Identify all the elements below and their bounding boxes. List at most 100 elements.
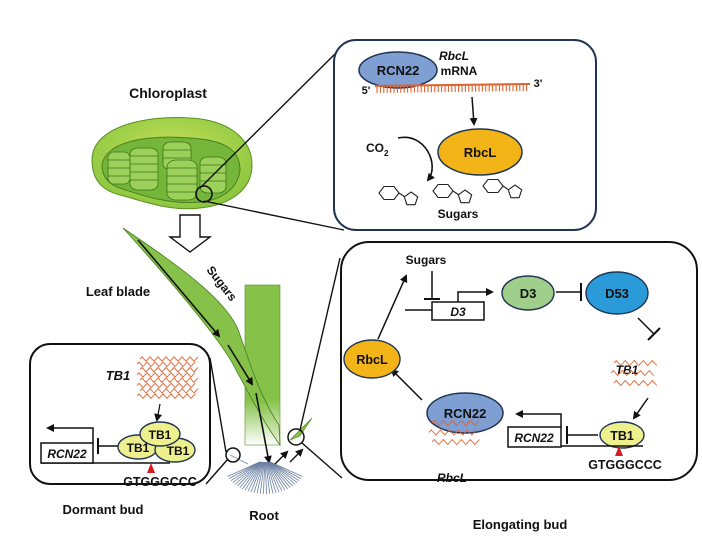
transcription-arrow <box>46 424 94 443</box>
hollow-arrow-down <box>167 214 213 253</box>
repression-bar <box>647 327 661 341</box>
tb1-protein <box>599 421 645 449</box>
d53-protein <box>585 271 649 315</box>
root-hair <box>239 461 262 488</box>
root-hair <box>264 461 267 494</box>
roots <box>227 461 303 494</box>
rbcl-transcript-label: RbcL <box>437 471 467 485</box>
root-label: Root <box>249 508 279 523</box>
glycosidic-bond <box>398 192 406 198</box>
leaf-blade-label: Leaf blade <box>86 284 150 299</box>
rbcl-transcripts <box>428 419 480 446</box>
co2-label: CO2 <box>366 141 389 158</box>
zoom-line <box>205 458 229 485</box>
hexose-ring <box>378 185 400 201</box>
root-hair <box>265 461 274 494</box>
arrow-rbcl-to-sugars <box>377 274 408 340</box>
mrna-label: mRNA <box>441 64 478 78</box>
transcript-wave <box>428 429 477 436</box>
root-hair <box>267 461 288 490</box>
root-hair <box>269 461 296 485</box>
glycosidic-bond <box>502 185 510 191</box>
transcription-arrow <box>515 410 562 427</box>
root-hair <box>270 461 303 477</box>
motif-marker <box>147 463 155 473</box>
tb1-protein <box>139 421 181 447</box>
d53-label: D53 <box>605 286 629 301</box>
arrow-co2-fixation <box>397 136 435 182</box>
root-hair <box>237 461 262 487</box>
transcript-wave <box>139 356 199 362</box>
root-hair <box>232 461 261 483</box>
transcription-arrow <box>457 288 494 302</box>
sugars-label: Sugars <box>406 253 447 267</box>
rcn22-label: RCN22 <box>444 406 487 421</box>
arrow-translation <box>154 403 163 422</box>
rcn22-label: RCN22 <box>377 63 420 78</box>
chloroplast-illustration <box>91 117 253 210</box>
root-hair <box>228 461 261 479</box>
motif-label: GTGGGCCC <box>588 458 662 472</box>
tb1-transcripts <box>136 356 199 399</box>
chloroplast-label: Chloroplast <box>129 85 207 101</box>
motif-label: GTGGGCCC <box>123 475 197 489</box>
mrna-backbone <box>374 83 531 87</box>
zoom-line <box>301 442 343 479</box>
d3-protein <box>501 275 555 311</box>
root-hair <box>230 461 261 482</box>
zoom-circle-dormant <box>225 447 241 463</box>
rcn22-gene-label: RCN22 <box>514 431 554 445</box>
pentose-ring <box>507 184 523 199</box>
zoom-line <box>299 257 341 431</box>
root-hair <box>263 461 266 494</box>
transcript-wave <box>136 361 196 368</box>
rbcl-mrna-strand <box>374 83 531 93</box>
transcript-wave <box>139 377 199 384</box>
transcript-wave <box>136 382 196 389</box>
root-hair <box>268 461 291 488</box>
root-hair <box>250 461 264 493</box>
sugar-molecule <box>432 183 473 204</box>
zoom-circle-elongating <box>287 428 305 446</box>
five-prime-label: 5' <box>362 85 371 97</box>
rcn22-gene-box <box>40 442 94 464</box>
dormant-bud-label: Dormant bud <box>63 502 144 517</box>
root-hair <box>266 461 277 493</box>
tb1-label: TB1 <box>610 429 634 443</box>
transcript-wave <box>613 359 658 367</box>
granum <box>129 147 159 191</box>
tb1-label: TB1 <box>127 441 150 455</box>
elongating-bud-shoot <box>289 417 313 441</box>
zoom-line <box>199 44 345 189</box>
sugar-molecules <box>378 178 523 206</box>
rbcl-label: RbcL <box>356 353 388 367</box>
root-hair <box>267 461 283 492</box>
sugar-molecule <box>482 178 523 199</box>
rbcl-protein <box>343 339 401 379</box>
tb1-transcripts <box>610 359 658 387</box>
rcn22-gene-label: RCN22 <box>47 447 87 461</box>
transcript-wave <box>136 372 196 378</box>
zoom-line <box>209 357 227 453</box>
root-hair <box>244 461 263 491</box>
repression-line <box>637 317 655 335</box>
tb1-label: TB1 <box>149 428 172 442</box>
root-hair <box>269 461 302 479</box>
transcript-wave <box>431 419 480 427</box>
root-hair <box>259 461 265 494</box>
tb1-transcript-label: TB1 <box>616 363 639 377</box>
three-prime-label: 3' <box>534 78 543 90</box>
root-hair <box>253 461 264 493</box>
root-hair <box>227 461 260 477</box>
transcript-wave <box>613 379 658 387</box>
arrow-to-bud <box>289 448 304 463</box>
transcript-wave <box>139 387 199 394</box>
motif-marker <box>615 446 623 456</box>
root-hair <box>242 461 263 490</box>
sugars-label-inset: Sugars <box>438 207 479 221</box>
rbcl-label: RbcL <box>464 145 497 160</box>
rcn22-gene-box <box>507 426 562 448</box>
arrow-translation <box>469 96 478 126</box>
root-hair <box>247 461 263 492</box>
